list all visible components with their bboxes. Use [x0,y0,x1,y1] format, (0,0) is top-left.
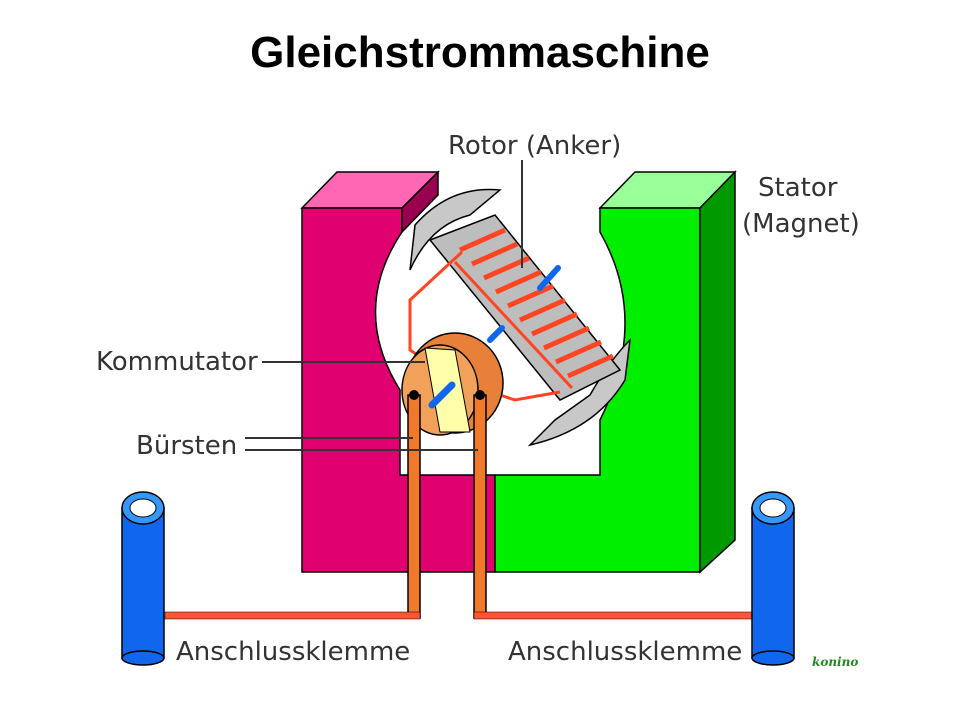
author-signature: konino [812,655,858,669]
stator-label-line2: (Magnet) [742,209,860,239]
shaft-end [537,265,561,291]
brushes-label: Bürsten [136,431,237,461]
rotor-armature [409,188,632,447]
shaft-middle [487,325,505,343]
stator-label-line1: Stator [758,173,838,203]
terminal-left-label: Anschlussklemme [176,637,410,667]
armature-coil [453,227,615,390]
terminal-wires [164,611,757,620]
brush-right [473,390,487,619]
stator-left-magnet [300,170,496,573]
leader-lines [245,160,523,451]
diagram-title: Gleichstrommaschine [250,28,710,77]
shaft-front [428,381,456,409]
brush-left [407,390,421,619]
terminal-right [751,491,795,666]
commutator-label: Kommutator [96,347,258,377]
rotor-label: Rotor (Anker) [448,131,621,161]
terminal-right-label: Anschlussklemme [508,637,742,667]
stator-right-magnet [494,170,737,574]
terminal-left [121,491,165,666]
